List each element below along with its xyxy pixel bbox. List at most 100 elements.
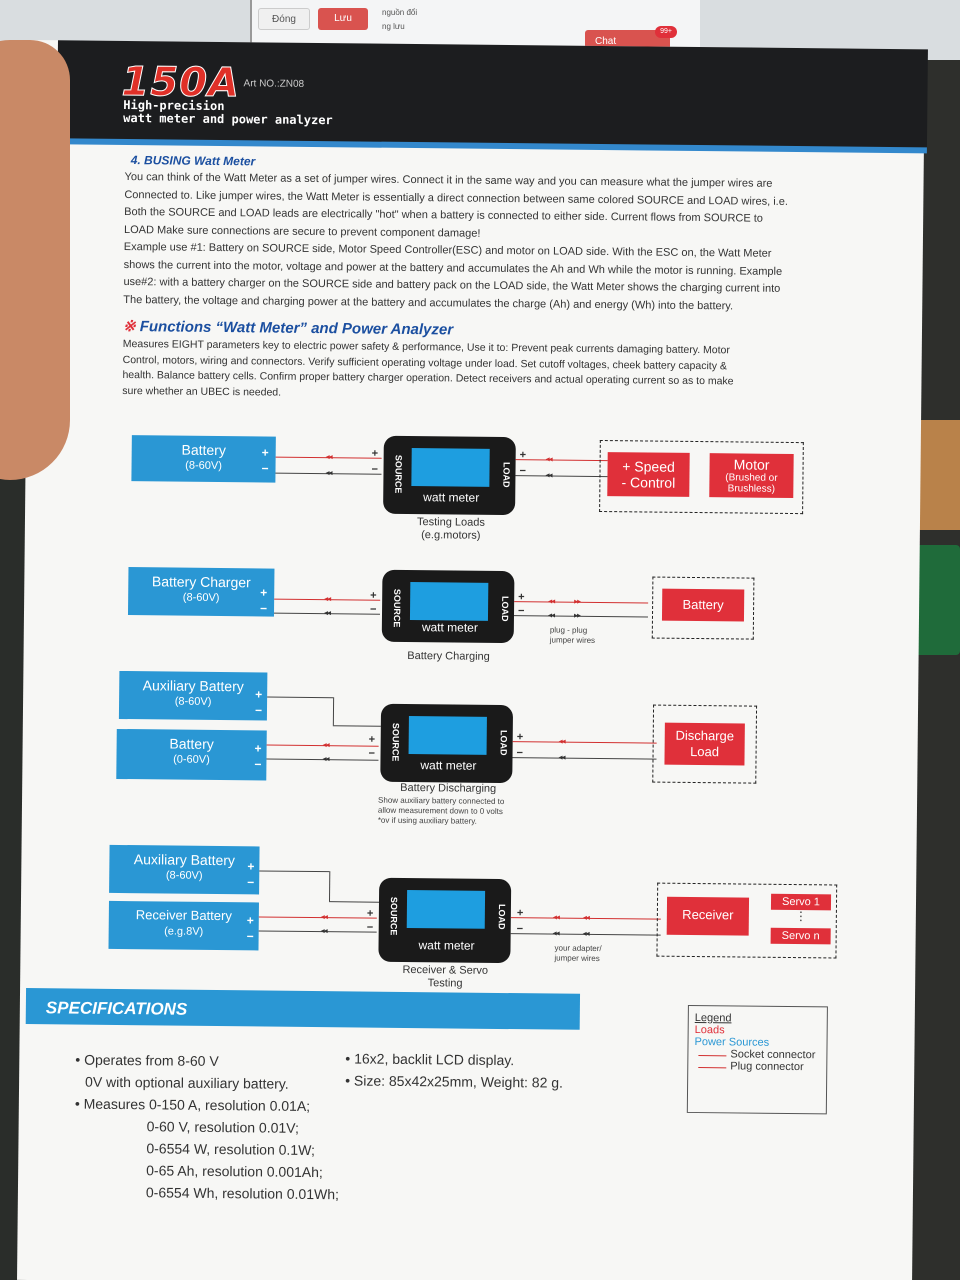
plus-sign: + [370,589,377,602]
socket-arrows: ◂◂ [322,754,329,764]
receiver-box: Receiver [666,896,750,936]
minus-sign: − [259,601,268,616]
motor-box: Motor (Brushed or Brushless) [709,453,794,499]
battery-load-box: Battery [661,588,745,622]
plus-sign: + [255,687,263,702]
plug-arrows: ▸▸ [574,596,581,606]
socket-arrows: ◂◂ [545,470,552,480]
discharge-note: Show auxiliary battery connected to allo… [377,795,505,826]
diagram-caption: Battery Charging [407,649,490,663]
load-positive-wire [512,741,657,744]
spec-list-right: • 16x2, backlit LCD display. • Size: 85x… [345,1050,564,1091]
source-negative-wire [258,930,377,933]
battery-source-box: Battery (0-60V) [116,728,267,781]
servo-1-box: Servo 1 [770,893,832,911]
watt-meter-device: SOURCE LOAD watt meter [383,435,516,516]
legend-box: Legend Loads Power Sources Socket connec… [686,1004,828,1115]
diagram-caption: Testing Loads (e.g.motors) [416,516,485,542]
aux-wire [332,725,381,727]
plug-jumper-note: plug - plug jumper wires [549,625,596,645]
socket-arrows: ◂◂ [547,610,555,620]
diagram-caption: Battery Discharging [400,781,497,795]
functions-heading: ※ Functions “Watt Meter” and Power Analy… [122,317,454,339]
socket-arrows: ◂◂ [558,752,565,762]
manual-sheet: 150A Art NO.:ZN08 High-precision watt me… [17,40,928,1280]
plug-connector-icon [698,1067,727,1069]
watt-meter-device: SOURCE LOAD watt meter [378,877,512,964]
background-circuit-board [914,545,960,655]
auxiliary-battery-box: Auxiliary Battery (8-60V) [118,670,268,721]
plus-sign: + [261,445,269,460]
background-chat-badge: 99+ [655,26,677,38]
background-wood [915,420,960,530]
spec-list-left: • Operates from 8-60 V 0V with optional … [74,1051,340,1203]
lcd-screen [406,889,486,929]
aux-wire [332,697,335,726]
auxiliary-battery-box: Auxiliary Battery (8-60V) [109,844,260,895]
plus-sign: + [254,741,262,756]
charger-source-box: Battery Charger (8-60V) [127,567,275,617]
discharge-load-box: Discharge Load [664,722,745,766]
minus-sign: − [247,875,255,890]
socket-arrows: ◂◂ [320,912,327,922]
lcd-screen [411,448,490,487]
socket-arrows: ◂◂ [325,452,332,462]
legend-plug: Plug connector [694,1060,820,1073]
socket-connector-icon [698,1055,727,1057]
watt-meter-device: SOURCE LOAD watt meter [381,569,515,644]
specifications-heading: SPECIFICATIONS [45,998,188,1019]
watt-meter-device: SOURCE LOAD watt meter [380,703,514,784]
servo-dots: ⋮ [794,909,807,924]
load-positive-wire [514,601,649,604]
plus-sign: + [366,907,374,920]
socket-arrows: ◂◂ [325,468,332,478]
minus-sign: − [246,929,254,944]
socket-arrows: ◂◂ [545,454,552,464]
socket-arrows: ◂◂ [552,912,559,922]
aux-wire [259,870,330,873]
load-negative-wire [515,475,608,478]
plus-sign: + [260,585,268,600]
socket-arrows: ◂◂ [548,596,555,606]
speed-control-box: + Speed - Control [607,452,690,497]
plus-sign: + [247,859,255,874]
servo-n-box: Servo n [770,927,831,945]
lcd-screen [408,716,487,755]
minus-sign: − [261,461,269,476]
diagram-caption: Receiver & Servo Testing [402,963,489,990]
plug-arrows: ▸▸ [573,610,581,620]
aux-wire [328,901,379,903]
minus-sign: − [371,463,379,476]
load-negative-wire [513,615,648,618]
load-positive-wire [515,459,608,462]
minus-sign: − [368,747,376,760]
minus-sign: − [369,603,377,616]
background-note: nguồn đổi ng lưu [382,8,418,31]
plus-sign: + [371,447,379,460]
plus-sign: + [246,913,254,928]
functions-text: Measures EIGHT parameters key to electri… [122,337,734,399]
background-close-button: Đóng [258,8,310,30]
receiver-battery-box: Receiver Battery (e.g.8V) [108,900,259,951]
minus-sign: − [366,921,374,934]
background-save-button: Lưu [318,8,368,30]
plus-sign: + [368,733,376,746]
star-icon: ※ [122,317,136,336]
art-number: Art NO.:ZN08 [243,78,305,90]
socket-arrows: ◂◂ [322,740,329,750]
socket-arrows: ◂◂ [320,926,327,936]
product-subtitle: High-precision watt meter and power anal… [123,97,333,128]
aux-wire [267,696,334,699]
socket-arrows: ◂◂ [552,928,559,938]
hand-holding-sheet [0,40,70,480]
battery-source-box: Battery (8-60V) [131,435,276,483]
load-negative-wire [512,757,657,760]
source-positive-wire [258,916,377,919]
lcd-screen [409,582,489,621]
minus-sign: − [254,757,262,772]
aux-wire [328,871,331,902]
socket-arrows: ◂◂ [582,912,589,922]
socket-arrows: ◂◂ [324,594,331,604]
socket-arrows: ◂◂ [323,608,331,618]
section-busing-heading: 4. BUSING Watt Meter [130,153,256,169]
